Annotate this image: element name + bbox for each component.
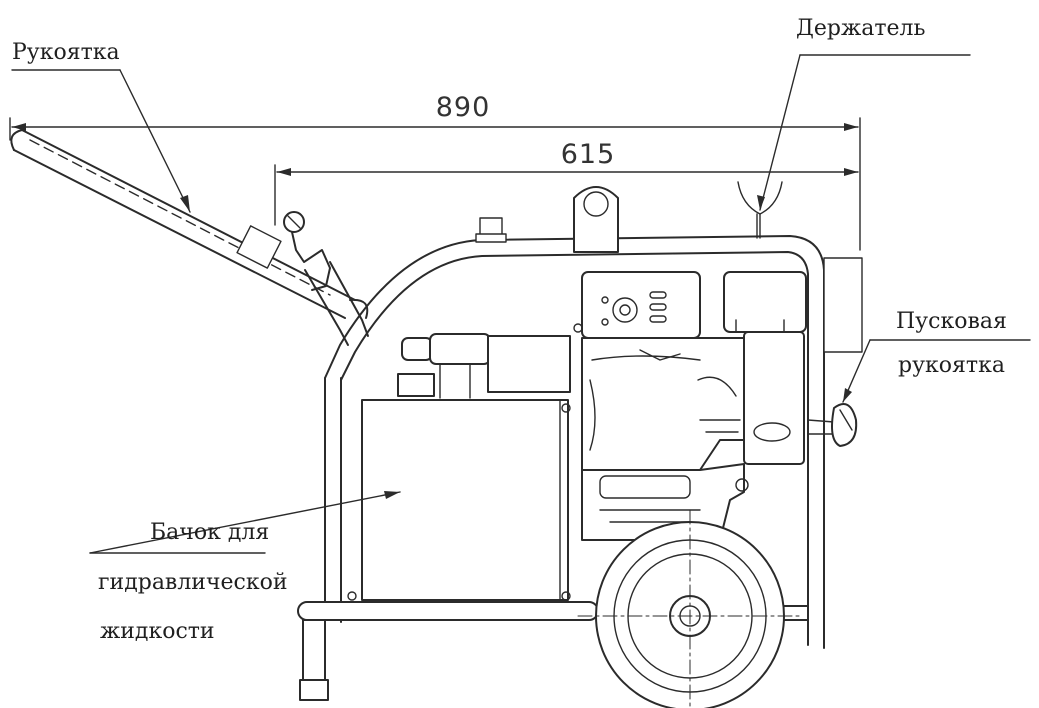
label-holder: Держатель (796, 16, 926, 41)
label-tank-line1: Бачок для (150, 520, 270, 545)
label-starter-line1: Пусковая (896, 309, 1007, 334)
label-handle: Рукоятка (12, 40, 120, 65)
leader-lines (11, 54, 1031, 554)
label-tank-line3: жидкости (100, 619, 215, 644)
filler-cap (475, 217, 507, 243)
dimension-615: 615 (274, 139, 859, 226)
frame (297, 235, 863, 701)
label-starter-line2: рукоятка (898, 353, 1005, 378)
label-tank-line2: гидравлической (98, 570, 288, 595)
dimension-615-value: 615 (561, 139, 616, 170)
starter-handle (807, 403, 858, 447)
lifting-eye (573, 186, 619, 253)
wheel (577, 509, 803, 708)
dimension-890: 890 (9, 92, 861, 251)
tow-handle (10, 129, 369, 346)
hydraulic-tank (347, 399, 571, 601)
holder-fork (737, 181, 783, 239)
dimension-890-value: 890 (436, 92, 491, 123)
engine (397, 271, 807, 541)
